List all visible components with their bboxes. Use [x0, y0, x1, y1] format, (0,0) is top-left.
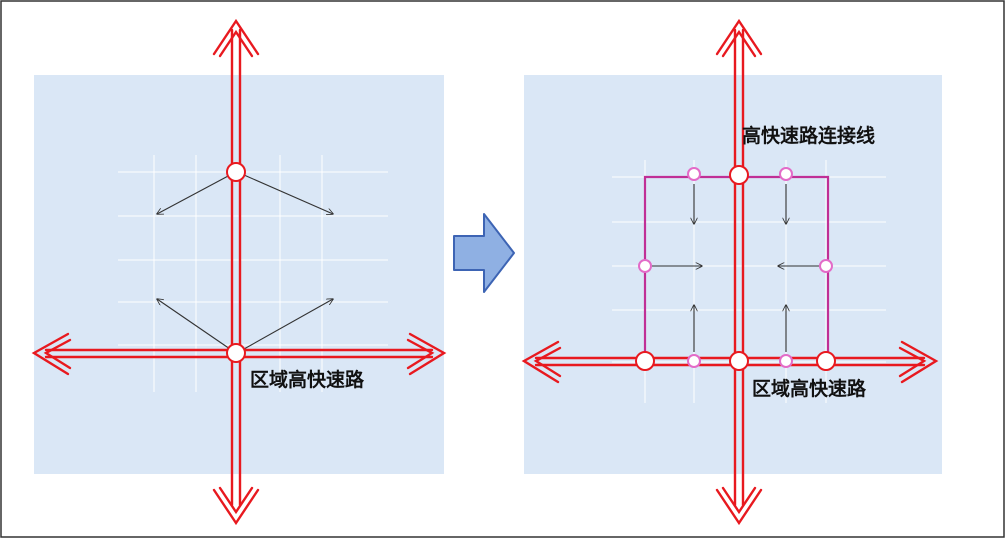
interchange-node [816, 351, 836, 371]
left-flow-arrows [157, 174, 333, 350]
transition-arrow [453, 213, 515, 293]
right-main-nodes [635, 165, 836, 371]
connector-label: 高快速路连接线 [742, 124, 875, 147]
flow-arrow [243, 174, 333, 214]
flow-arrow [157, 174, 231, 214]
right-highway-label: 区域高快速路 [752, 377, 867, 400]
left-grid [118, 155, 388, 392]
connector-node [687, 167, 701, 181]
connector-node [779, 354, 793, 368]
right-connector-nodes [638, 167, 833, 368]
interchange-node [729, 351, 749, 371]
right-vertical-highway [715, 18, 763, 526]
flow-arrow [243, 299, 333, 350]
connector-node [819, 259, 833, 273]
right-flow-arrows [652, 184, 819, 352]
right-panel: 高快速路连接线 区域高快速路 [521, 18, 942, 526]
connector-node [638, 259, 652, 273]
left-panel: 区域高快速路 [31, 18, 447, 526]
connector-node [779, 167, 793, 181]
interchange-node [226, 162, 246, 182]
flow-arrow [157, 299, 231, 350]
left-highway-label: 区域高快速路 [250, 368, 365, 391]
right-panel-background [524, 75, 942, 474]
connector-node [687, 354, 701, 368]
left-vertical-highway [212, 18, 260, 526]
interchange-node [226, 343, 246, 363]
interchange-node [729, 165, 749, 185]
interchange-node [635, 351, 655, 371]
left-nodes [226, 162, 246, 363]
